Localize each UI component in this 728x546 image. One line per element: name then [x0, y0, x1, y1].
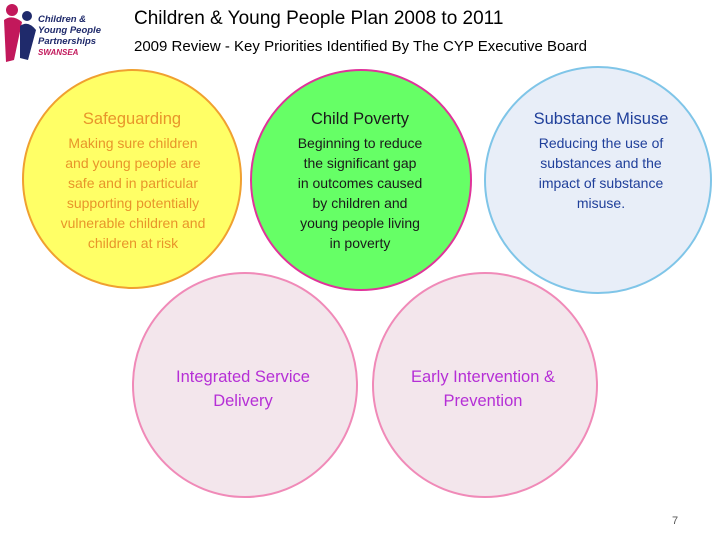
safeguarding-line: children at risk	[87, 235, 179, 251]
child-poverty-line: young people living	[300, 215, 420, 231]
safeguarding-line: safe and in particular	[68, 175, 198, 191]
safeguarding-line: supporting potentially	[66, 195, 200, 211]
early-intervention-title: Early Intervention & Prevention	[385, 365, 581, 413]
substance-misuse-line: substances and the	[540, 155, 662, 171]
substance-misuse-line: impact of substance	[538, 175, 664, 191]
integrated-service-delivery-line: Integrated Service	[176, 368, 310, 386]
logo-text: Children & Young People Partnerships SWA…	[38, 14, 101, 58]
child-poverty-line: the significant gap	[303, 155, 417, 171]
page-number: 7	[672, 515, 679, 527]
safeguarding-line: vulnerable children and	[60, 215, 206, 231]
people-figures-icon	[4, 4, 36, 62]
early-intervention-circle	[372, 272, 598, 498]
child-poverty-line: Beginning to reduce	[297, 135, 423, 151]
logo-line-3: Partnerships	[38, 36, 97, 47]
substance-misuse-line: misuse.	[576, 195, 626, 211]
early-intervention-line: Early Intervention &	[411, 368, 555, 386]
logo-line-1: Children &	[38, 14, 87, 25]
child-poverty-title: Child Poverty	[310, 110, 410, 128]
child-poverty-line: in outcomes caused	[297, 175, 423, 191]
page-subtitle: 2009 Review - Key Priorities Identified …	[134, 38, 588, 55]
safeguarding-title: Safeguarding	[82, 110, 182, 128]
integrated-service-delivery-line: Delivery	[213, 392, 273, 410]
substance-misuse-line: Reducing the use of	[538, 135, 664, 151]
cyp-logo: Children & Young People Partnerships SWA…	[0, 0, 112, 80]
substance-misuse-circle	[484, 66, 712, 294]
safeguarding-line: and young people are	[65, 155, 201, 171]
logo-line-2: Young People	[38, 25, 101, 36]
safeguarding-circle	[22, 69, 242, 289]
integrated-service-delivery-title: Integrated Service Delivery	[150, 365, 336, 413]
child-poverty-circle	[250, 69, 472, 291]
substance-misuse-description: Reducing the use of substances and the i…	[508, 133, 694, 213]
safeguarding-line: Making sure children	[68, 135, 198, 151]
logo-line-4: SWANSEA	[38, 48, 79, 57]
substance-misuse-title: Substance Misuse	[533, 110, 669, 128]
integrated-service-delivery-circle	[132, 272, 358, 498]
child-poverty-description: Beginning to reduce the significant gap …	[280, 133, 440, 253]
page-title: Children & Young People Plan 2008 to 201…	[134, 8, 504, 29]
safeguarding-description: Making sure children and young people ar…	[40, 133, 226, 253]
early-intervention-line: Prevention	[443, 392, 523, 410]
child-poverty-line: by children and	[312, 195, 408, 211]
child-poverty-line: in poverty	[329, 235, 391, 251]
